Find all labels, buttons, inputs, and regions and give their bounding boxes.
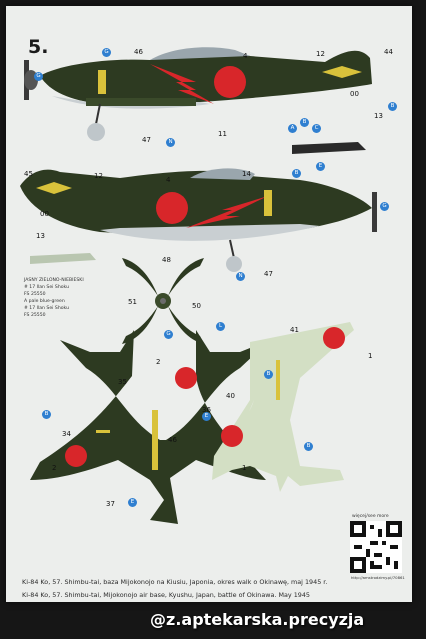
callout-number: 13 bbox=[36, 232, 45, 240]
callout-letter: L bbox=[216, 322, 225, 331]
callout-number: 2 bbox=[52, 464, 57, 472]
qr-code[interactable] bbox=[350, 521, 402, 573]
callout-letter: G bbox=[164, 330, 173, 339]
callout-number: 34 bbox=[62, 430, 71, 438]
callout-letter: G bbox=[102, 48, 111, 57]
top-view bbox=[30, 330, 270, 524]
callout-letter: G bbox=[34, 72, 43, 81]
callout-letter: E bbox=[128, 498, 137, 507]
callout-number: 44 bbox=[384, 48, 393, 56]
callout-letter: B bbox=[388, 102, 397, 111]
callout-number: 00 bbox=[40, 210, 49, 218]
callout-number: 48 bbox=[162, 256, 171, 264]
callout-letter: G bbox=[380, 202, 389, 211]
callout-number: 41 bbox=[290, 326, 299, 334]
callout-letter: N bbox=[236, 272, 245, 281]
watermark: @z.aptekarska.precyzja bbox=[150, 610, 365, 629]
callout-number: 45 bbox=[24, 170, 33, 178]
callout-number: 36 bbox=[202, 406, 211, 414]
bottom-view bbox=[212, 322, 354, 492]
callout-letter: E bbox=[202, 412, 211, 421]
color-legend-line: FS 25550 bbox=[24, 313, 46, 318]
qr-url: http://amstrodzimy.pl/70861 bbox=[351, 575, 405, 580]
callout-number: 2 bbox=[156, 358, 161, 366]
callout-number: 1 bbox=[242, 464, 247, 472]
caption-polish: Ki-84 Ko, 57. Shimbu-tai, baza Mijokonoj… bbox=[22, 578, 328, 586]
callout-number: 11 bbox=[218, 130, 227, 138]
callout-letter: A bbox=[288, 124, 297, 133]
callout-number: 46 bbox=[168, 436, 177, 444]
instruction-sheet: G G B N A B C E G B N G L E B E B B 46 4… bbox=[6, 6, 412, 602]
callout-number: 14 bbox=[242, 170, 251, 178]
callout-number: 47 bbox=[264, 270, 273, 278]
callout-number: 50 bbox=[192, 302, 201, 310]
caption-english: Ki-84 Ko, 57. Shimbu-tai, Mijokonojo air… bbox=[22, 591, 310, 599]
callout-number: 40 bbox=[226, 392, 235, 400]
side-view-middle bbox=[20, 168, 377, 272]
callout-letter: B bbox=[300, 118, 309, 127]
side-view-top bbox=[24, 47, 372, 154]
callout-number: 4 bbox=[243, 52, 248, 60]
callout-number: 12 bbox=[94, 172, 103, 180]
callout-number: 13 bbox=[374, 112, 383, 120]
callout-letter: N bbox=[166, 138, 175, 147]
color-legend-line: FS 25550 bbox=[24, 292, 46, 297]
aircraft-drawings bbox=[20, 47, 377, 524]
callout-letter: B bbox=[264, 370, 273, 379]
callout-number: 4 bbox=[166, 176, 171, 184]
callout-letter: B bbox=[292, 169, 301, 178]
callout-number: 00 bbox=[350, 90, 359, 98]
color-legend-line: # 17 Ilan Sei Shoku bbox=[24, 306, 69, 311]
color-legend-line: A pale blue-green bbox=[24, 299, 65, 304]
color-legend-line: # 17 Ilan Sei Shoku bbox=[24, 285, 69, 290]
callout-number: 47 bbox=[142, 136, 151, 144]
callout-number: 1 bbox=[368, 352, 373, 360]
color-legend-line: JASNY ZIELONO-NIEBIESKI bbox=[24, 278, 84, 283]
callout-number: 12 bbox=[316, 50, 325, 58]
callout-letter: B bbox=[304, 442, 313, 451]
callout-letter: C bbox=[312, 124, 321, 133]
callout-number: 51 bbox=[128, 298, 137, 306]
propeller-view bbox=[122, 258, 204, 344]
qr-label: więcej/see more bbox=[352, 514, 389, 519]
callout-number: 35 bbox=[118, 378, 127, 386]
plate-number: 5. bbox=[28, 36, 49, 58]
callout-number: 37 bbox=[106, 500, 115, 508]
callout-letter: B bbox=[42, 410, 51, 419]
callout-letter: E bbox=[316, 162, 325, 171]
callout-number: 46 bbox=[134, 48, 143, 56]
